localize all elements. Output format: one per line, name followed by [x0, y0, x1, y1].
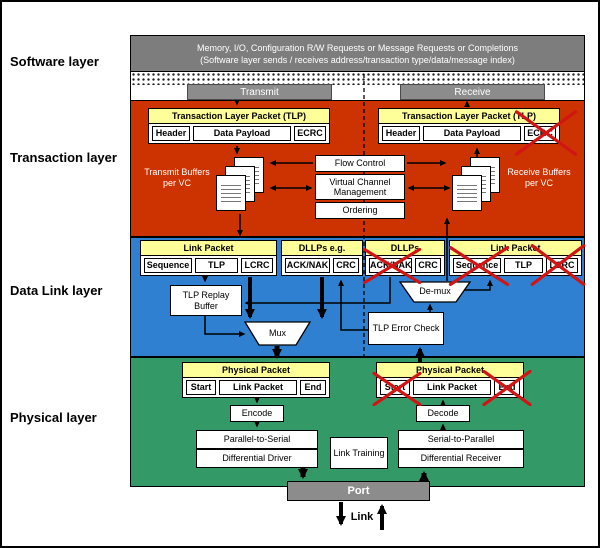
physical-packet-title: Physical Packet — [183, 363, 329, 378]
virtual-channel-management-box: Virtual Channel Management — [315, 174, 405, 200]
software-request-banner: Memory, I/O, Configuration R/W Requests … — [130, 35, 585, 72]
receive-buffer-stack-icon — [452, 157, 502, 213]
port-box: Port — [287, 481, 430, 501]
encode-box: Encode — [230, 405, 284, 422]
dllp-packet-transmit: DLLPs e.g. ACK/NAK CRC — [281, 240, 363, 276]
red-x-mark-start — [372, 372, 422, 406]
flow-control-box: Flow Control — [315, 155, 405, 172]
demux-label: De-mux — [419, 286, 451, 296]
label-software-layer: Software layer — [10, 54, 99, 69]
software-layer-dotted-boundary — [130, 72, 585, 85]
dllp-field-crc: CRC — [333, 258, 359, 273]
ordering-box: Ordering — [315, 202, 405, 219]
red-x-mark-ecrc — [514, 110, 578, 156]
pp-field-link-packet: Link Packet — [413, 380, 491, 395]
tlp-title: Transaction Layer Packet (TLP) — [379, 109, 559, 124]
tlp-field-ecrc: ECRC — [294, 126, 326, 141]
tlp-field-header: Header — [382, 126, 420, 141]
transmit-buffers-label: Transmit Buffers per VC — [144, 167, 210, 189]
label-transaction-layer: Transaction layer — [10, 150, 117, 165]
pp-field-end: End — [300, 380, 326, 395]
banner-line2: (Software layer sends / receives address… — [200, 54, 515, 65]
red-x-mark-end — [482, 370, 532, 406]
dllp-field-crc: CRC — [415, 258, 441, 273]
dllp-title: DLLPs e.g. — [282, 241, 362, 256]
pp-field-link-packet: Link Packet — [219, 380, 297, 395]
tlp-error-check-box: TLP Error Check — [368, 312, 444, 345]
transmit-bar: Transmit — [187, 84, 332, 100]
lp-field-lcrc: LCRC — [241, 258, 273, 273]
differential-driver-box: Differential Driver — [196, 449, 318, 468]
label-physical-layer: Physical layer — [10, 410, 97, 425]
link-training-box: Link Training — [330, 437, 388, 469]
link-label: Link — [350, 511, 374, 523]
red-x-mark-sequence — [448, 246, 510, 286]
link-packet-title: Link Packet — [141, 241, 276, 256]
tlp-replay-buffer-box: TLP Replay Buffer — [170, 285, 242, 316]
receive-bar: Receive — [400, 84, 545, 100]
tlp-field-data-payload: Data Payload — [193, 126, 291, 141]
tlp-packet-receive: Transaction Layer Packet (TLP) Header Da… — [378, 108, 560, 144]
pp-field-start: Start — [186, 380, 216, 395]
label-data-link-layer: Data Link layer — [10, 283, 103, 298]
mux-label: Mux — [268, 328, 286, 338]
receive-buffers-label: Receive Buffers per VC — [507, 167, 571, 189]
dllp-field-acknak: ACK/NAK — [285, 258, 330, 273]
tlp-title: Transaction Layer Packet (TLP) — [149, 109, 329, 124]
serial-to-parallel-box: Serial-to-Parallel — [398, 430, 524, 449]
physical-packet-transmit: Physical Packet Start Link Packet End — [182, 362, 330, 398]
banner-line1: Memory, I/O, Configuration R/W Requests … — [197, 42, 518, 53]
tlp-packet-transmit: Transaction Layer Packet (TLP) Header Da… — [148, 108, 330, 144]
parallel-to-serial-box: Parallel-to-Serial — [196, 430, 318, 449]
tlp-field-header: Header — [152, 126, 190, 141]
decode-box: Decode — [416, 405, 470, 422]
lp-field-tlp: TLP — [195, 258, 238, 273]
dllp-title: DLLPs — [366, 241, 444, 256]
differential-receiver-box: Differential Receiver — [398, 449, 524, 468]
red-x-mark-lcrc — [530, 244, 586, 286]
lp-field-sequence: Sequence — [144, 258, 192, 273]
link-packet-title: Link Packet — [450, 241, 581, 256]
transmit-buffer-stack-icon — [216, 157, 266, 213]
link-packet-transmit: Link Packet Sequence TLP LCRC — [140, 240, 277, 276]
lp-field-tlp: TLP — [504, 258, 543, 273]
red-x-mark-acknak — [362, 248, 422, 284]
tlp-field-data-payload: Data Payload — [423, 126, 521, 141]
